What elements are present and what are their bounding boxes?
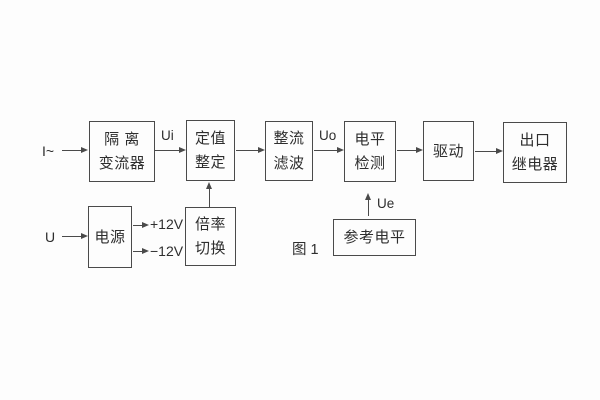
block-ratio-switch-line2: 切换 [194,240,226,257]
block-rectify-filter-line2: 滤波 [273,154,305,172]
block-ratio-switch-line1: 倍率 [194,216,226,233]
arrow-reference-ue-to-level [364,193,371,216]
block-drive-label: 驱动 [432,142,464,160]
arrow-input-u-to-power [62,232,88,239]
input-voltage-label: U [45,229,56,245]
rail-minus-12v-label: −12V [150,243,184,259]
block-power-supply-label: 电源 [94,228,126,246]
arrow-drive-to-relay [475,147,503,154]
block-output-relay: 出口 继电器 [503,122,567,183]
arrow-setpoint-to-rectify [236,146,265,153]
block-output-relay-line2: 继电器 [511,156,559,174]
block-isolation-transformer: 隔 离 变流器 [89,121,155,182]
arrow-level-to-drive [397,146,423,153]
arrow-isolation-to-setpoint [155,146,186,153]
block-level-detect: 电平 检测 [344,121,396,182]
block-drive: 驱动 [423,121,474,181]
block-isolation-transformer-line2: 变流器 [98,155,146,173]
block-ratio-switch: 倍率 切换 [185,207,236,266]
input-current-label: I~ [42,143,55,159]
block-setpoint-adjust-line1: 定值 [194,129,226,147]
block-level-detect-line2: 检测 [354,155,386,173]
arrow-input-i-to-isolation [62,146,88,153]
signal-ue-label: Ue [377,196,395,211]
arrow-ratio-to-setpoint [205,182,212,207]
rail-plus-12v-label: +12V [150,216,184,232]
signal-ui-label: Ui [161,128,174,143]
arrow-power-plus12v [133,221,149,228]
figure-caption: 图 1 [292,242,319,258]
block-setpoint-adjust-line2: 整定 [194,154,226,172]
signal-uo-label: Uo [319,128,337,143]
block-rectify-filter-line1: 整流 [273,130,305,148]
block-reference-level-label: 参考电平 [343,229,406,246]
block-power-supply: 电源 [88,206,132,268]
block-reference-level: 参考电平 [333,219,416,256]
arrow-rectify-to-level [314,146,344,153]
block-rectify-filter: 整流 滤波 [265,121,313,181]
arrow-power-minus12v [133,247,149,254]
block-setpoint-adjust: 定值 整定 [186,120,235,181]
block-output-relay-line1: 出口 [519,131,551,149]
block-level-detect-line1: 电平 [354,130,386,148]
block-isolation-transformer-line1: 隔 离 [104,130,140,148]
